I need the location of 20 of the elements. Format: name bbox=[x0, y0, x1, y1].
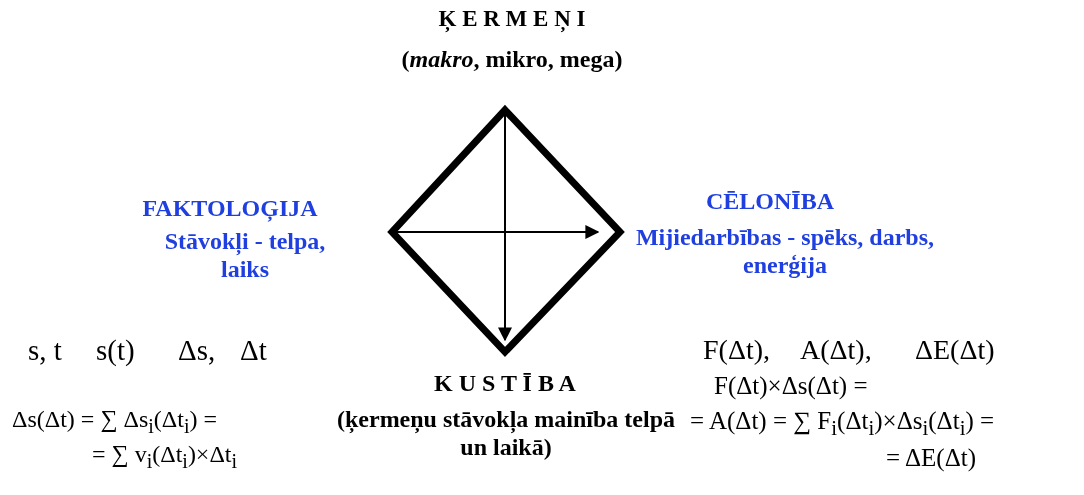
formula: F(Δt)×Δs(Δt) = bbox=[714, 372, 868, 401]
formula: F(Δt), bbox=[703, 334, 770, 367]
heading: CĒLONĪBA bbox=[705, 188, 835, 216]
formula: = A(Δt) = ∑ F$_{i}$(Δt$_{i}$)×Δs$_{i}$(Δt$_{i}$) = bbox=[690, 407, 995, 441]
formula: A(Δt), bbox=[800, 334, 872, 367]
heading: K U S T Ī B A bbox=[433, 370, 577, 398]
formula: ΔE(Δt) bbox=[915, 334, 995, 367]
description: Mijiedarbības - spēks, darbs, enerģija bbox=[634, 224, 935, 280]
formula: s(t) bbox=[96, 334, 135, 368]
heading: Ķ E R M E Ņ I bbox=[437, 6, 587, 33]
formula: = ∑ v$_{i}$(Δt$_{i}$)×Δt$_{i}$ bbox=[92, 441, 238, 473]
description: Stāvokļi - telpa, laiks bbox=[163, 228, 327, 284]
formula: Δs, bbox=[178, 334, 216, 368]
formula: Δt bbox=[240, 334, 267, 368]
formula: = ΔE(Δt) bbox=[886, 444, 976, 473]
subheading: (makro, mikro, mega) bbox=[400, 46, 624, 74]
heading: FAKTOLOĢIJA bbox=[141, 195, 319, 223]
formula: s, t bbox=[28, 334, 62, 368]
formula: Δs(Δt) = ∑ Δs$_{i}$(Δt$_{i}$) = bbox=[12, 406, 218, 438]
description: (ķermeņu stāvokļa mainība telpā un laikā) bbox=[336, 406, 676, 462]
